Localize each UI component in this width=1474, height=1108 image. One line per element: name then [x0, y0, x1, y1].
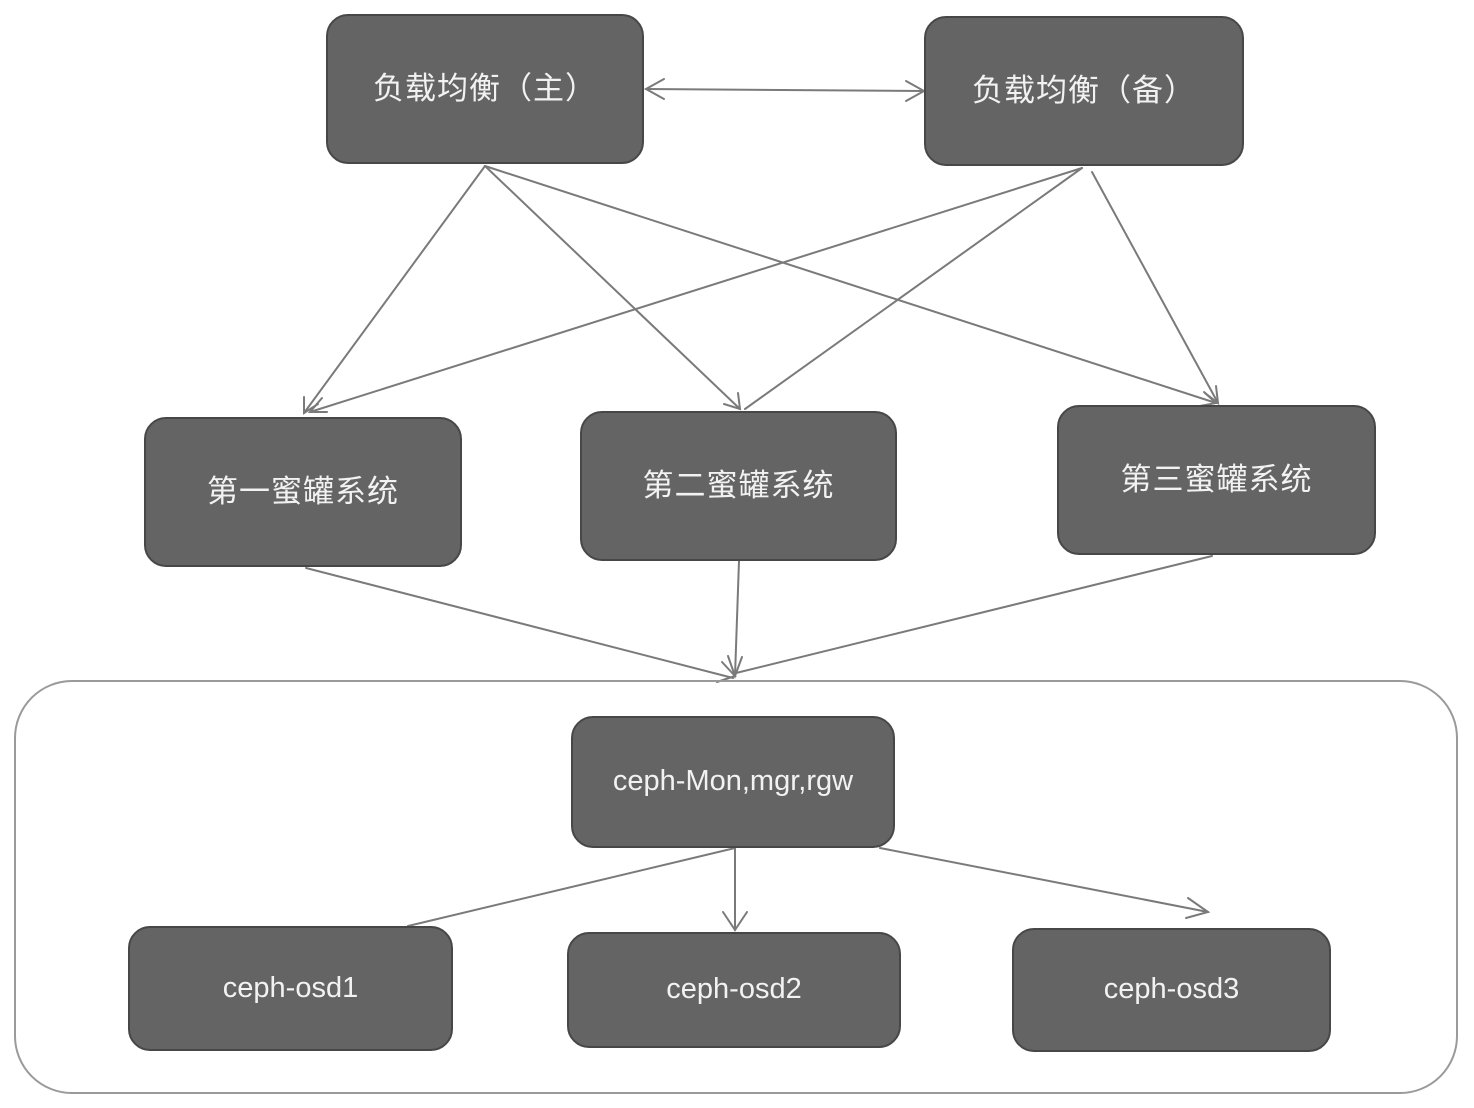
arrowhead-osd3: [1185, 897, 1211, 919]
edge-lb-primary-lb-backup: [645, 88, 925, 92]
edge-ceph-mon-osd3: [879, 847, 1209, 913]
ceph-osd1-node: ceph-osd1: [128, 926, 453, 1051]
edge-lb-backup-honeypot-2: [744, 167, 1083, 410]
arrowhead-honeypot-1-b: [307, 397, 328, 413]
load-balancer-backup-node: 负载均衡（备）: [924, 16, 1244, 166]
edge-honeypot-2-ceph: [734, 560, 740, 677]
edge-lb-primary-honeypot-1: [303, 165, 486, 414]
arrowhead-lb-primary: [643, 78, 665, 100]
load-balancer-primary-label: 负载均衡（主）: [373, 70, 597, 107]
ceph-osd3-label: ceph-osd3: [1103, 973, 1240, 1006]
edge-lb-backup-honeypot-1: [309, 167, 1083, 413]
edge-honeypot-1-ceph: [305, 567, 734, 679]
load-balancer-primary-node: 负载均衡（主）: [326, 14, 644, 164]
honeypot-system-2-label: 第二蜜罐系统: [642, 467, 835, 504]
arrowhead-ceph-cluster-2: [727, 655, 743, 679]
ceph-osd2-node: ceph-osd2: [567, 932, 901, 1048]
honeypot-system-3-node: 第三蜜罐系统: [1057, 405, 1376, 555]
ceph-osd3-node: ceph-osd3: [1012, 928, 1331, 1052]
load-balancer-backup-label: 负载均衡（备）: [972, 72, 1196, 109]
arrowhead-osd2: [722, 911, 748, 932]
edge-honeypot-3-ceph: [735, 555, 1213, 674]
honeypot-system-1-node: 第一蜜罐系统: [144, 417, 462, 567]
ceph-mon-node: ceph-Mon,mgr,rgw: [571, 716, 895, 848]
ceph-osd2-label: ceph-osd2: [666, 973, 802, 1006]
edge-lb-primary-honeypot-3: [484, 165, 1217, 404]
edge-lb-primary-honeypot-2: [484, 165, 741, 410]
honeypot-system-3-label: 第三蜜罐系统: [1120, 461, 1313, 498]
edge-lb-backup-honeypot-3: [1091, 171, 1219, 404]
honeypot-system-2-node: 第二蜜罐系统: [580, 411, 897, 561]
arrowhead-honeypot-3-b: [1204, 385, 1220, 406]
arrowhead-ceph-cluster: [716, 661, 737, 683]
ceph-mon-label: ceph-Mon,mgr,rgw: [612, 765, 854, 798]
honeypot-system-1-label: 第一蜜罐系统: [207, 473, 399, 510]
arrowhead-honeypot-2-a: [723, 392, 742, 411]
ceph-osd1-label: ceph-osd1: [222, 971, 359, 1004]
edge-ceph-mon-osd1: [407, 847, 736, 927]
ceph-cluster-group: [14, 680, 1458, 1094]
